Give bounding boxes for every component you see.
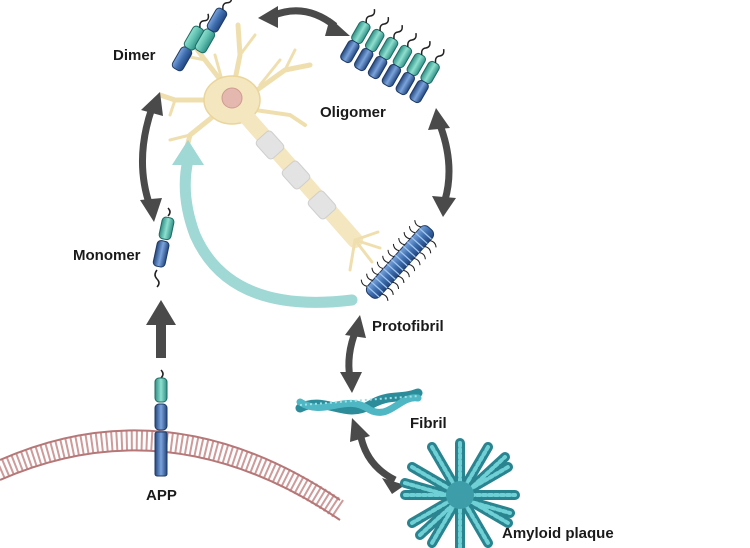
feedback-arrow <box>172 140 358 308</box>
fibril-label: Fibril <box>410 415 447 432</box>
monomer-label: Monomer <box>73 247 141 264</box>
protofibril-molecule <box>360 220 437 301</box>
monomer-molecule <box>152 207 175 288</box>
oligomer-label: Oligomer <box>320 104 386 121</box>
dimer-molecule <box>171 0 233 72</box>
dimer-label: Dimer <box>113 47 156 64</box>
neuron <box>157 22 382 272</box>
amyloid-plaque-label: Amyloid plaque <box>502 525 614 542</box>
cycle-arrows <box>138 6 456 494</box>
protofibril-label: Protofibril <box>372 318 444 335</box>
app-protein <box>154 369 168 477</box>
cell-membrane <box>0 429 346 548</box>
fibril-molecule <box>295 388 423 416</box>
oligomer-molecule <box>340 8 445 104</box>
app-label: APP <box>146 487 177 504</box>
amyloid-plaque-molecule <box>400 438 520 548</box>
